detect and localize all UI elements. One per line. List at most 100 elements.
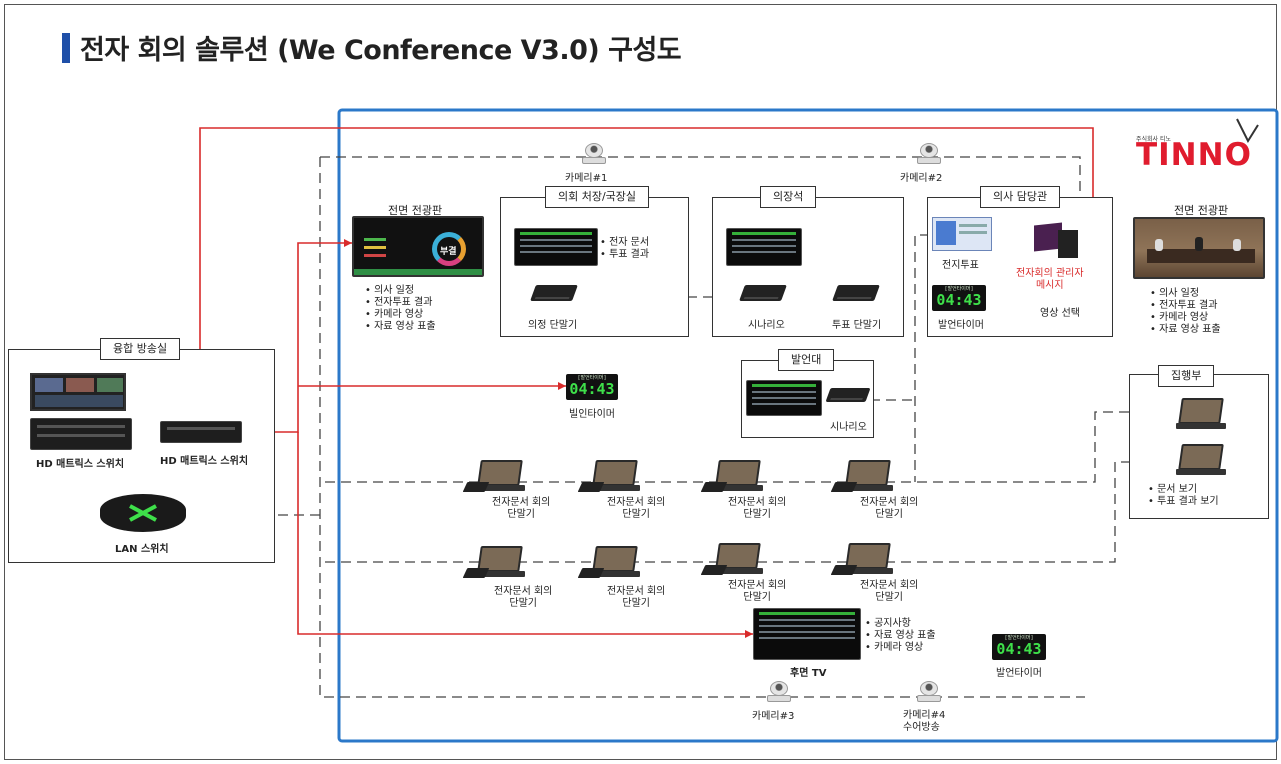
center-timer-caption: [발언타이머] [577,375,607,381]
terminal-8-label: 전자문서 회의 단말기 [860,580,919,603]
terminal-3-icon [700,460,765,494]
execution-bullets: 문서 보기 투표 결과 보기 [1148,484,1219,508]
chair-room-device-label: 의정 단말기 [528,320,578,331]
brand-antenna-icon [1236,118,1259,144]
list-item: 자료 영상 표출 [365,321,436,333]
bottom-timer-label: 발언타이머 [996,668,1042,679]
clerk-timer-caption: [발언타이머] [944,286,974,292]
lan-switch-label: LAN 스위치 [115,544,169,555]
podium-device-icon [825,388,871,402]
speaker-seat-device2: 투표 단말기 [832,320,882,331]
terminal-7-icon [700,543,765,577]
brand-logo: TINNO [1136,137,1252,173]
terminal-4-label: 전자문서 회의 단말기 [860,497,919,520]
list-item: 자료 영상 표출 [865,630,936,642]
speaker-seat-title: 의장석 [760,186,817,208]
bottom-timer-value: 04:43 [996,640,1042,658]
clerk-vote-screen-icon [932,217,992,251]
clerk-timer-label: 발언타이머 [938,320,984,331]
rear-tv-label: 후면 TV [790,668,827,679]
execution-terminal-1-icon [1176,398,1228,432]
front-board-left-badge: 부결 [440,247,457,257]
clerk-admin-label: 전자회의 관리자 메시지 [1016,268,1084,291]
chair-room-terminal-icon [530,285,578,301]
list-item: 공지사항 [865,618,936,630]
list-item: 투표 결과 [600,249,649,261]
center-timer: [발언타이머]04:43 [566,374,618,400]
list-item: 의사 일정 [365,285,436,297]
camera-icon-2 [917,143,941,165]
front-board-left-title: 전면 전광판 [388,204,443,217]
terminal-4-icon [830,460,895,494]
matrix-switch-1-icon [30,418,132,450]
clerk-timer-value: 04:43 [936,291,982,309]
chair-room-bullets: 전자 문서 투표 결과 [600,237,649,261]
speaker-seat-vote-icon [832,285,880,301]
chair-room-title: 의회 처장/국장실 [545,186,650,208]
front-board-left-screen: 부결 [352,216,484,277]
bottom-timer-caption: [발언타이머] [1004,635,1034,641]
center-timer-value: 04:43 [569,380,615,398]
terminal-3-label: 전자문서 회의 단말기 [728,497,787,520]
camera-sub-4: 수어방송 [903,722,940,733]
terminal-1-label: 전자문서 회의 단말기 [492,497,551,520]
matrix-switch-2-label: HD 매트릭스 스위치 [160,456,249,467]
podium-monitor [746,380,822,416]
terminal-8-icon [830,543,895,577]
camera-label-4: 카메리#4 [903,710,946,721]
list-item: 자료 영상 표출 [1150,324,1221,336]
camera-icon-3 [767,681,791,703]
terminal-6-label: 전자문서 회의 단말기 [607,586,666,609]
terminal-6-icon [577,546,642,580]
lan-arrows-icon [129,504,157,522]
list-item: 카메라 영상 [1150,312,1221,324]
list-item: 카메라 영상 [365,309,436,321]
front-board-right-bullets: 의사 일정 전자투표 결과 카메라 영상 자료 영상 표출 [1150,288,1221,336]
terminal-5-label: 전자문서 회의 단말기 [494,586,553,609]
broadcast-title: 융합 방송실 [100,338,181,360]
clerk-title: 의사 담당관 [980,186,1061,208]
camera-label-2: 카메리#2 [900,173,943,184]
camera-icon-4 [917,681,941,703]
matrix-switch-1-label: HD 매트릭스 스위치 [36,459,125,470]
speaker-seat-device1: 시나리오 [748,320,785,331]
venue-frame [337,108,1279,743]
front-board-right-title: 전면 전광판 [1174,204,1229,217]
clerk-timer: [발언타이머]04:43 [932,285,986,311]
terminal-1-icon [462,460,527,494]
front-board-left-bullets: 의사 일정 전자투표 결과 카메라 영상 자료 영상 표출 [365,285,436,333]
clerk-video-label: 영상 선택 [1040,308,1080,319]
list-item: 전자투표 결과 [365,297,436,309]
terminal-5-icon [462,546,527,580]
terminal-7-label: 전자문서 회의 단말기 [728,580,787,603]
terminal-2-icon [577,460,642,494]
list-item: 전자투표 결과 [1150,300,1221,312]
bottom-timer: [발언타이머]04:43 [992,634,1046,660]
rear-tv-bullets: 공지사항 자료 영상 표출 카메라 영상 [865,618,936,654]
page-title: 전자 회의 솔루션 (We Conference V3.0) 구성도 [80,35,682,66]
execution-terminal-2-icon [1176,444,1228,478]
camera-label-1: 카메리#1 [565,173,608,184]
list-item: 전자 문서 [600,237,649,249]
chair-room-monitor [514,228,598,266]
broadcast-monitor-icon [30,373,126,411]
rear-tv-screen [753,608,861,660]
front-board-right-screen [1133,217,1265,279]
chair-room-box [500,197,689,337]
title-accent-bar [62,33,70,63]
camera-icon-1 [582,143,606,165]
execution-title: 집행부 [1158,365,1215,387]
lan-switch-icon [100,494,186,532]
podium-title: 발언대 [778,349,835,371]
speaker-seat-scenario-icon [739,285,787,301]
list-item: 투표 결과 보기 [1148,496,1219,508]
list-item: 의사 일정 [1150,288,1221,300]
podium-device-label: 시나리오 [830,422,867,433]
center-timer-label: 빌인타이머 [569,409,615,420]
list-item: 카메라 영상 [865,642,936,654]
camera-label-3: 카메리#3 [752,711,795,722]
brand-tagline: 주식회사 티노 [1136,136,1172,143]
terminal-2-label: 전자문서 회의 단말기 [607,497,666,520]
clerk-vote-label: 전지투표 [942,260,979,271]
clerk-admin-tower-icon [1058,230,1078,258]
